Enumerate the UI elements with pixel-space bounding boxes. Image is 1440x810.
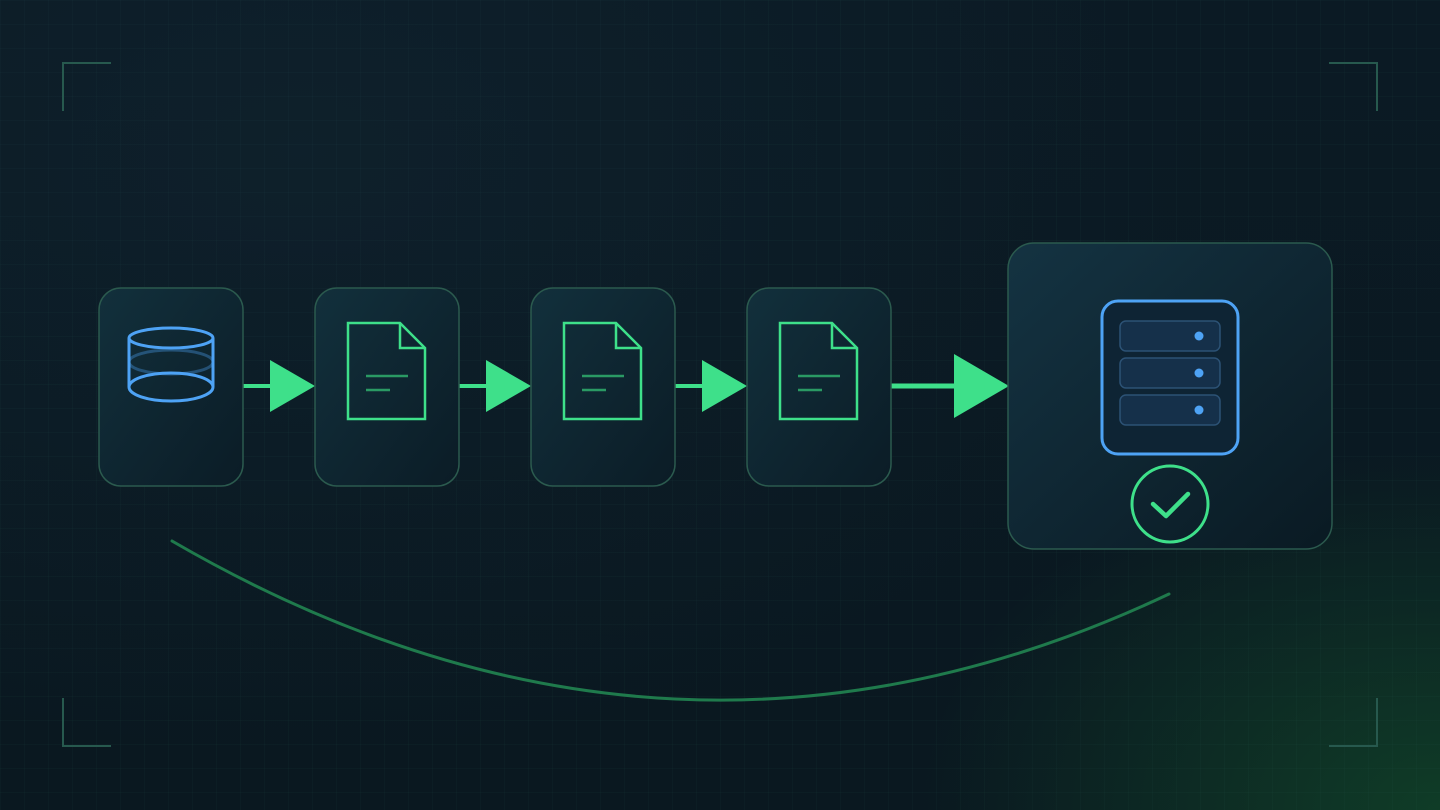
corner-bracket-bottom-right (1329, 698, 1378, 747)
node-database (98, 287, 244, 487)
connector-2 (459, 360, 531, 412)
arrow-right-icon (486, 360, 531, 412)
corner-bracket-top-right (1329, 62, 1378, 111)
corner-bracket-bottom-left (62, 698, 111, 747)
corner-brackets (62, 62, 1378, 747)
server-slot (1119, 394, 1221, 426)
node-card (98, 287, 244, 487)
arrow-right-icon (954, 354, 1009, 418)
document-icon (562, 321, 643, 421)
document-icon (778, 321, 859, 421)
server-slot (1119, 357, 1221, 389)
database-icon (127, 326, 215, 403)
server-icon (1100, 299, 1240, 456)
node-card (530, 287, 676, 487)
connector-1 (243, 360, 315, 412)
node-document-3 (746, 287, 892, 487)
node-card (746, 287, 892, 487)
server-slot (1119, 320, 1221, 352)
corner-bracket-top-left (62, 62, 111, 111)
node-server (1007, 242, 1333, 550)
arrow-right-icon (270, 360, 315, 412)
connector-3 (675, 360, 747, 412)
node-card (314, 287, 460, 487)
connector-4 (891, 354, 1009, 418)
node-document-2 (530, 287, 676, 487)
return-arc (170, 539, 1171, 702)
document-icon (346, 321, 427, 421)
node-document-1 (314, 287, 460, 487)
arrow-right-icon (702, 360, 747, 412)
check-circle-icon (1130, 464, 1210, 544)
